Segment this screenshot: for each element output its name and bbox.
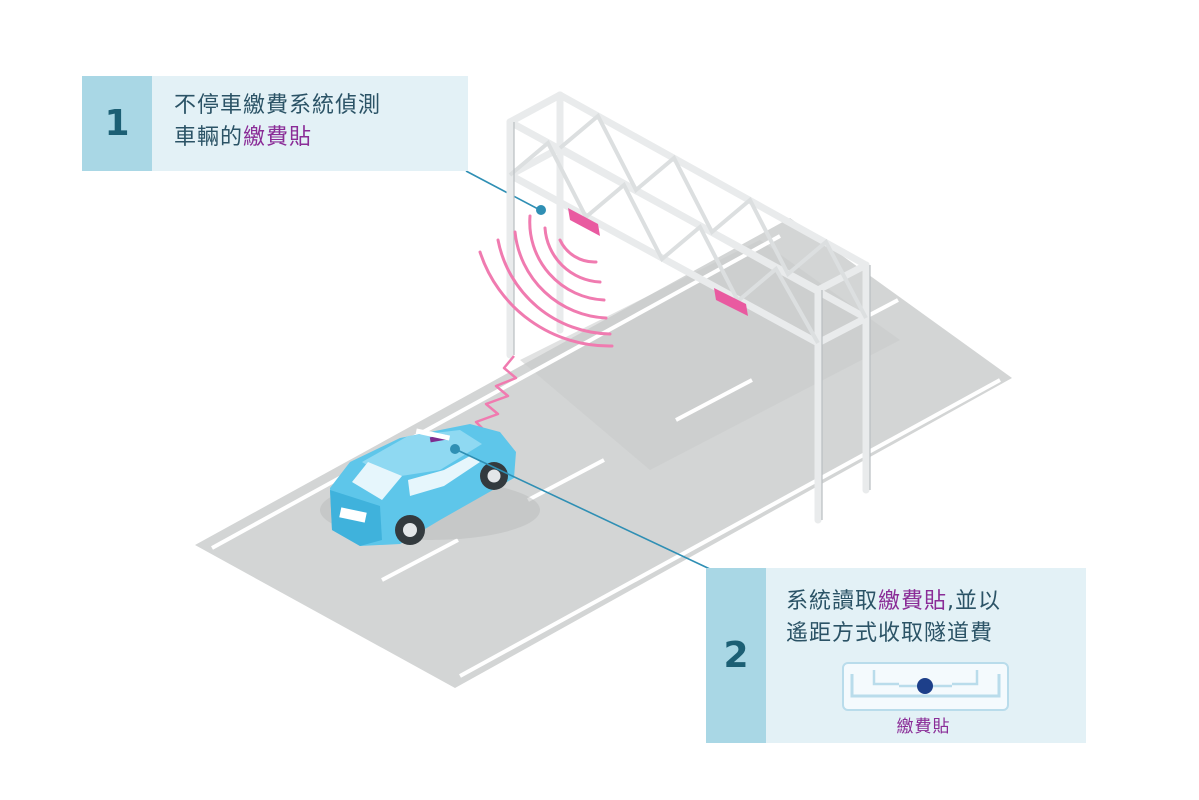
car-roof-light — [415, 428, 451, 441]
callout-2-line1-suffix: ,並以 — [947, 589, 1002, 614]
car-side-window — [408, 456, 480, 496]
callout-1-line2: 車輛的繳費貼 — [174, 122, 381, 154]
car-license-plate — [339, 507, 367, 523]
toll-tag-illustration — [842, 662, 1009, 711]
tag-reader-1 — [568, 208, 600, 236]
callout-1-highlight: 繳費貼 — [243, 125, 313, 150]
callout-1-text: 不停車繳費系統偵測 車輛的繳費貼 — [152, 76, 381, 171]
tag-reader-2 — [714, 288, 748, 316]
road-shadow — [520, 240, 900, 470]
callout-2-line2: 遙距方式收取隧道費 — [786, 621, 994, 646]
car — [320, 424, 540, 546]
callout-2-highlight: 繳費貼 — [878, 589, 948, 614]
road-center-dashes — [381, 298, 899, 582]
callout-1-line2-prefix: 車輛的 — [174, 125, 244, 150]
road-dash — [675, 378, 753, 422]
toll-tag-icon — [850, 670, 1001, 698]
car-roof — [362, 430, 482, 478]
callout-2: 2 系統讀取繳費貼,並以 遙距方式收取隧道費 — [706, 568, 1086, 743]
signal-waves — [478, 214, 614, 348]
car-wheel — [480, 462, 508, 490]
callout-2-line1: 系統讀取繳費貼,並以 — [786, 586, 1001, 618]
callout-2-text: 系統讀取繳費貼,並以 遙距方式收取隧道費 — [766, 568, 1001, 743]
callout-1-number: 1 — [82, 76, 152, 171]
callout-2-number: 2 — [706, 568, 766, 743]
road-edge-line — [211, 234, 781, 550]
leader-line-2 — [450, 444, 713, 571]
callout-1: 1 不停車繳費系統偵測 車輛的繳費貼 — [82, 76, 468, 171]
callout-2-line1-prefix: 系統讀取 — [786, 589, 879, 614]
leader-line-1 — [465, 170, 546, 215]
car-windshield — [352, 462, 402, 500]
road-dash — [527, 458, 605, 502]
gantry-outline — [513, 122, 871, 520]
road-edge-line — [459, 378, 1001, 678]
road-dash — [381, 538, 459, 582]
toll-tag-caption: 繳費貼 — [896, 717, 951, 737]
callout-1-line1: 不停車繳費系統偵測 — [174, 93, 382, 118]
car-wheel — [395, 515, 425, 545]
gantry-truss — [508, 112, 868, 344]
